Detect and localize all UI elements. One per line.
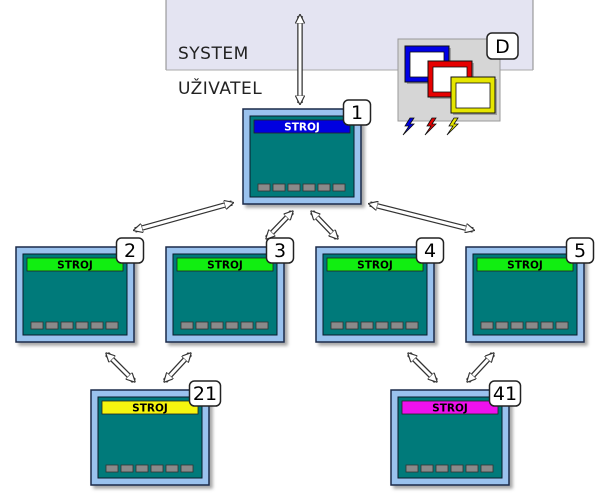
machine-key (225, 321, 239, 330)
machine-label: STROJ (57, 260, 93, 272)
machine-key (255, 321, 269, 330)
machine-key (525, 321, 539, 330)
machine-header-bar (176, 257, 274, 272)
machine-key (330, 321, 344, 330)
machine-4: STROJ 4 (315, 237, 445, 343)
machine-label: STROJ (432, 403, 468, 415)
machine-key (150, 464, 164, 473)
machine-number: 3 (274, 240, 286, 262)
machine-label: STROJ (132, 403, 168, 415)
machine-number: 4 (424, 240, 436, 262)
machine-key (420, 464, 434, 473)
machine-key (257, 183, 271, 192)
machine-number-badge (415, 237, 445, 264)
machine-header-bar (326, 257, 424, 272)
machine-header-bar (101, 400, 199, 415)
machine-41: STROJ 41 (390, 380, 522, 486)
machine-key (360, 321, 374, 330)
bidirectional-arrow (409, 354, 436, 381)
user-label: UŽIVATEL (178, 77, 262, 99)
machine-key (555, 321, 569, 330)
machine-key (240, 321, 254, 330)
bidirectional-arrow (312, 212, 337, 238)
machine-number: 5 (574, 240, 586, 262)
machine-label: STROJ (207, 260, 243, 272)
lightning-icon (424, 117, 437, 136)
machine-key (302, 183, 316, 192)
display-icon: D (397, 32, 519, 136)
machine-2: STROJ 2 (15, 237, 145, 343)
system-label: SYSTEM (178, 44, 249, 64)
machine-key (180, 464, 194, 473)
machine-key (105, 464, 119, 473)
lightning-icon (446, 117, 459, 136)
bidirectional-arrow (370, 204, 473, 230)
connection-arrows (107, 16, 493, 381)
lightning-icon (402, 117, 415, 136)
machine-key (105, 321, 119, 330)
bidirectional-arrow (468, 354, 493, 381)
machine-key (480, 321, 494, 330)
machine-key (375, 321, 389, 330)
machine-label: STROJ (507, 260, 543, 272)
machine-number-badge (565, 237, 595, 264)
machine-number: 21 (193, 383, 217, 405)
machine-3: STROJ 3 (165, 237, 295, 343)
bidirectional-arrow (107, 354, 134, 381)
machine-key (120, 464, 134, 473)
machine-key (75, 321, 89, 330)
machine-key (317, 183, 331, 192)
display-badge (486, 32, 519, 60)
machine-label: STROJ (357, 260, 393, 272)
machine-key (405, 321, 419, 330)
machine-1: STROJ 1 (242, 99, 372, 205)
bidirectional-arrow (165, 354, 190, 381)
machine-key (495, 321, 509, 330)
machine-key (540, 321, 554, 330)
machine-header-bar (26, 257, 124, 272)
machine-key (465, 464, 479, 473)
machine-key (180, 321, 194, 330)
machine-header-bar (253, 119, 351, 134)
machine-header-bar (401, 400, 499, 415)
machine-key (332, 183, 346, 192)
machine-key (135, 464, 149, 473)
bidirectional-arrow (135, 203, 232, 230)
machine-key (450, 464, 464, 473)
machine-key (287, 183, 301, 192)
machine-number-badge (188, 380, 222, 407)
machine-number-badge (115, 237, 145, 264)
machines: STROJ1STROJ2STROJ3STROJ4STROJ5STROJ21STR… (15, 99, 595, 486)
bidirectional-arrow (267, 212, 292, 238)
display-label: D (495, 36, 510, 58)
machine-5: STROJ 5 (465, 237, 595, 343)
machine-key (165, 464, 179, 473)
machine-21: STROJ 21 (90, 380, 222, 486)
machine-number: 1 (351, 102, 363, 124)
machine-key (90, 321, 104, 330)
machine-key (30, 321, 44, 330)
machine-number: 2 (124, 240, 136, 262)
machine-number-badge (342, 99, 372, 126)
machine-header-bar (476, 257, 574, 272)
machine-key (405, 464, 419, 473)
machine-key (272, 183, 286, 192)
machine-key (480, 464, 494, 473)
machine-key (435, 464, 449, 473)
machine-label: STROJ (284, 122, 320, 134)
machine-key (390, 321, 404, 330)
machine-number-badge (265, 237, 295, 264)
machine-key (195, 321, 209, 330)
machine-number: 41 (493, 383, 517, 405)
machine-key (60, 321, 74, 330)
machine-key (510, 321, 524, 330)
machine-number-badge (488, 380, 522, 407)
system-area: SYSTEM UŽIVATEL (165, 0, 534, 99)
machine-key (345, 321, 359, 330)
machine-key (210, 321, 224, 330)
machine-key (45, 321, 59, 330)
